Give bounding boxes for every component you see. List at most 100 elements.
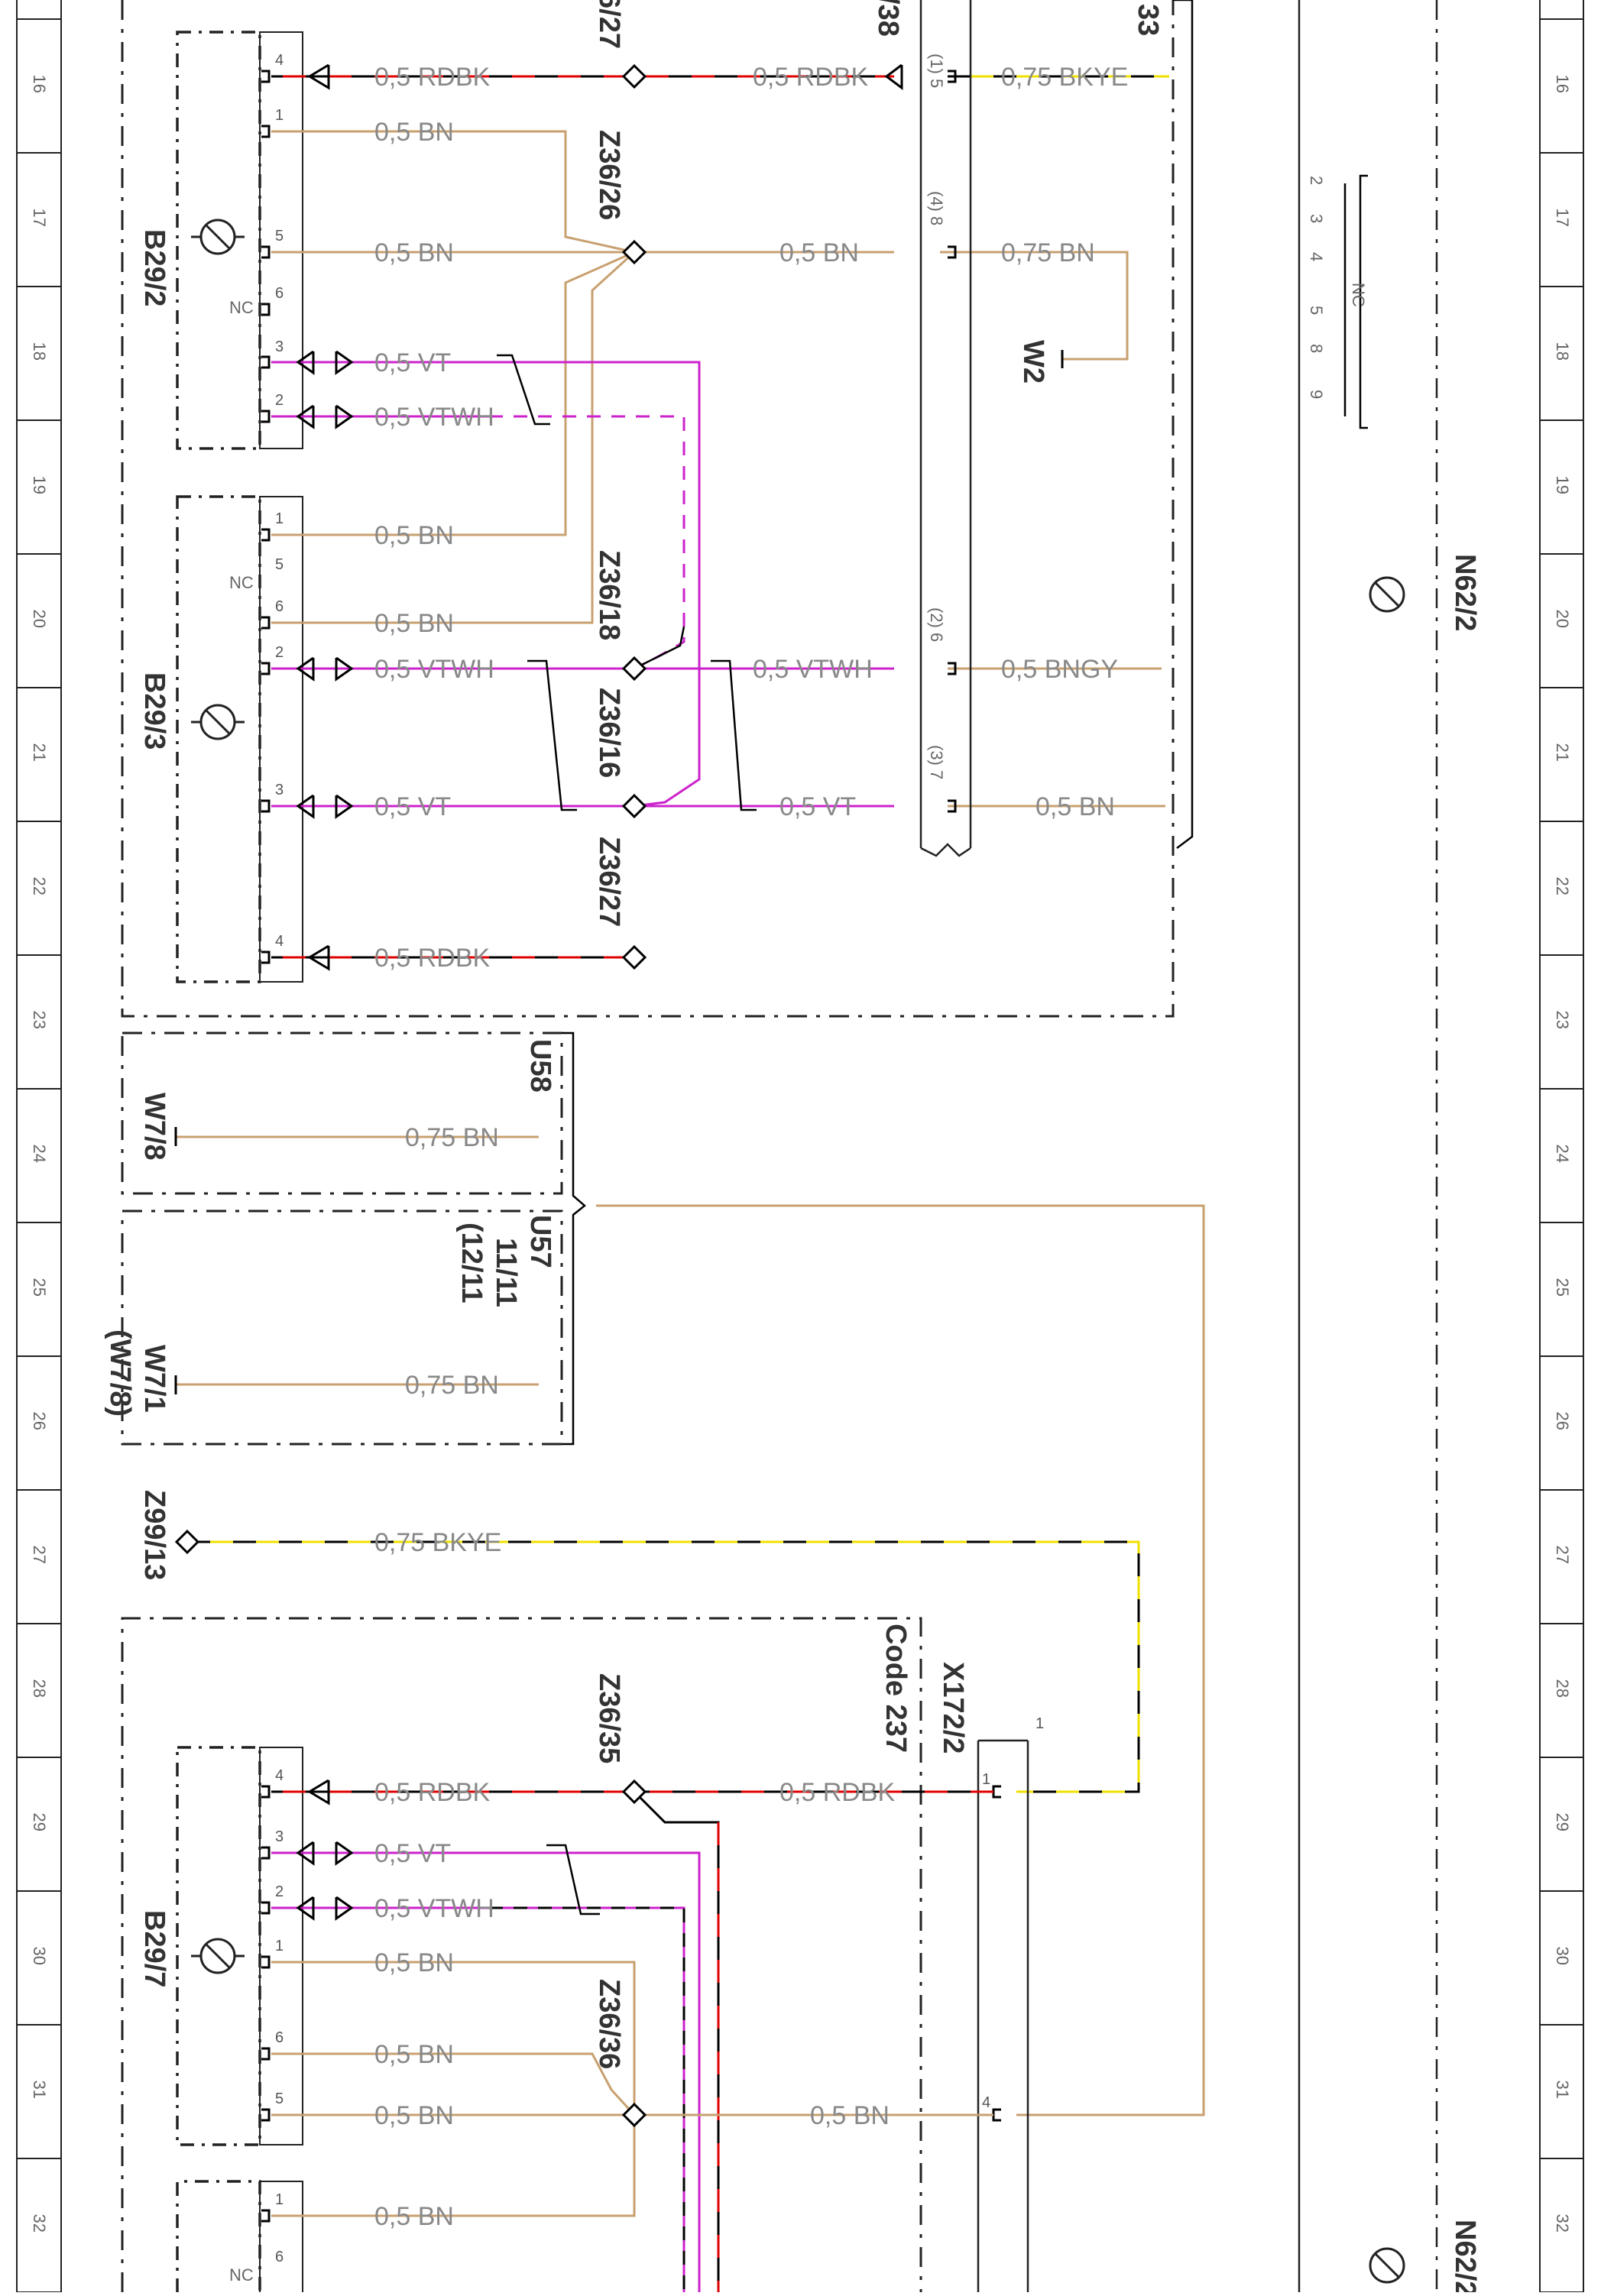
- sensor-symbol-b29-2: [191, 219, 245, 255]
- junction-label-z36-16: Z36/16: [593, 688, 625, 778]
- label-z99-13: Z99/13: [138, 1490, 170, 1580]
- svg-text:2: 2: [275, 644, 284, 661]
- svg-text:(2) 6: (2) 6: [927, 607, 946, 642]
- row-number: 30: [1553, 1947, 1572, 1965]
- svg-text:6: 6: [275, 598, 284, 615]
- sensor-pin-numbers: 4 1 5 6 3 2 1 5 6 2 3 4: [275, 52, 284, 950]
- connector-strip-upper: [919, 0, 972, 857]
- junction-label-z36-18: Z36/18: [593, 550, 625, 640]
- row-number: 28: [1553, 1679, 1572, 1698]
- row-number: 23: [1553, 1011, 1572, 1029]
- label-b29-2: B29/2: [138, 229, 170, 306]
- junction-label-z36-27: Z36/27: [593, 837, 625, 927]
- svg-text:0,5 BN: 0,5 BN: [374, 118, 454, 147]
- row-number: 30: [30, 1947, 49, 1965]
- row-number: 24: [30, 1145, 49, 1163]
- row-number: 28: [30, 1679, 49, 1698]
- row-number: 26: [30, 1412, 49, 1430]
- row-number: 18: [30, 342, 49, 361]
- row-number: 32: [1553, 2214, 1572, 2233]
- label-code-237: Code 237: [880, 1624, 912, 1753]
- svg-text:0,5 VT: 0,5 VT: [374, 792, 451, 821]
- svg-text:3: 3: [275, 782, 284, 798]
- lower-block-frame: [121, 1617, 922, 2292]
- row-number: 31: [1553, 2081, 1572, 2099]
- b29-2-box: [176, 31, 261, 450]
- n62-sensor-bottom: [1369, 2247, 1405, 2284]
- svg-text:0,5 VT: 0,5 VT: [374, 1839, 451, 1868]
- row-number: 18: [1553, 342, 1572, 361]
- svg-text:0,5 BN: 0,5 BN: [374, 238, 454, 267]
- wire-violet-upper: [271, 361, 894, 808]
- svg-text:0,75 BN: 0,75 BN: [1001, 238, 1095, 267]
- bus-lines: [1298, 0, 1438, 2292]
- row-number: 26: [1553, 1412, 1572, 1430]
- svg-text:1: 1: [275, 510, 284, 527]
- svg-text:3: 3: [1307, 214, 1326, 223]
- svg-text:0,5 BNGY: 0,5 BNGY: [1001, 655, 1118, 684]
- row-number: 29: [1553, 1813, 1572, 1831]
- wire-label-r24: 0,75 BN: [405, 1123, 499, 1152]
- u57-frame: [121, 1210, 563, 1446]
- row-number: 25: [30, 1278, 49, 1297]
- row-number: 17: [1553, 209, 1572, 227]
- label-w7-1-ref: (W7/8): [104, 1329, 136, 1417]
- sensor-pin-markers: [261, 70, 271, 964]
- top-cut-label-3: 33: [1132, 4, 1164, 36]
- svg-text:(3) 7: (3) 7: [927, 745, 946, 779]
- right-bracket: [1173, 0, 1194, 849]
- svg-text:0,5 VTWH: 0,5 VTWH: [753, 655, 873, 684]
- wire-label-r27: 0,75 BKYE: [374, 1528, 501, 1557]
- row-number: 21: [1553, 743, 1572, 762]
- row-number: 21: [30, 743, 49, 762]
- nc-pin-numbers: 2 3 4 5 8 9 NC: [1307, 176, 1368, 399]
- svg-text:0,5 RDBK: 0,5 RDBK: [779, 1778, 895, 1807]
- lower-pin-markers: [261, 1785, 271, 2223]
- svg-text:9: 9: [1307, 390, 1326, 399]
- wires-u-blocks: [176, 1135, 1205, 2116]
- label-n62-2-top: N62/2: [1449, 554, 1481, 631]
- svg-text:0,5 BN: 0,5 BN: [374, 2101, 454, 2130]
- lower-direction-symbols: [296, 1779, 354, 1921]
- twist-marks-upper: [497, 354, 757, 811]
- b29-7-pinstrip: [259, 1747, 303, 2145]
- wire-labels-upper: 0,5 RDBK 0,5 RDBK 0,75 BKYE 0,5 BN 0,5 B…: [374, 63, 1128, 973]
- direction-symbols: [296, 63, 903, 971]
- svg-text:6: 6: [275, 2249, 284, 2265]
- svg-text:4: 4: [1307, 252, 1326, 261]
- label-b29-7: B29/7: [138, 1910, 170, 1987]
- row-number: 27: [30, 1546, 49, 1564]
- svg-text:0,5 BN: 0,5 BN: [374, 2202, 454, 2231]
- svg-text:6: 6: [275, 285, 284, 302]
- svg-text:0,5 BN: 0,5 BN: [810, 2101, 890, 2130]
- svg-text:0,5 BN: 0,5 BN: [1035, 792, 1115, 821]
- svg-text:2: 2: [275, 392, 284, 409]
- row-number: 20: [30, 610, 49, 628]
- svg-text:8: 8: [1307, 344, 1326, 353]
- svg-text:0,5 RDBK: 0,5 RDBK: [374, 1778, 490, 1807]
- svg-text:5: 5: [1307, 306, 1326, 315]
- nc-label-b29-3: NC: [229, 573, 254, 592]
- junction-label-z36-36: Z36/36: [593, 1979, 625, 2069]
- row-number: 23: [30, 1011, 49, 1029]
- svg-text:5: 5: [275, 228, 284, 244]
- svg-text:4: 4: [275, 52, 284, 69]
- row-number: 29: [30, 1813, 49, 1831]
- svg-text:0,5 VTWH: 0,5 VTWH: [374, 403, 494, 432]
- wire-label-r26: 0,75 BN: [405, 1371, 499, 1400]
- svg-text:1: 1: [275, 107, 284, 124]
- upper-block-frame: [121, 0, 1175, 1018]
- svg-text:NC: NC: [1349, 283, 1368, 307]
- svg-text:6: 6: [275, 2029, 284, 2046]
- label-b29-3: B29/3: [138, 672, 170, 750]
- svg-text:4: 4: [275, 933, 284, 950]
- svg-text:5: 5: [275, 2090, 284, 2107]
- row-grid-right: [1539, 0, 1584, 2292]
- svg-text:0,5 BN: 0,5 BN: [374, 2040, 454, 2069]
- bottom-pinstrip: [259, 2181, 303, 2296]
- row-number: 22: [30, 877, 49, 895]
- sensor-symbol-b29-7: [191, 1938, 245, 1974]
- top-cut-label-2: /38: [872, 0, 904, 37]
- svg-text:1: 1: [275, 1938, 284, 1954]
